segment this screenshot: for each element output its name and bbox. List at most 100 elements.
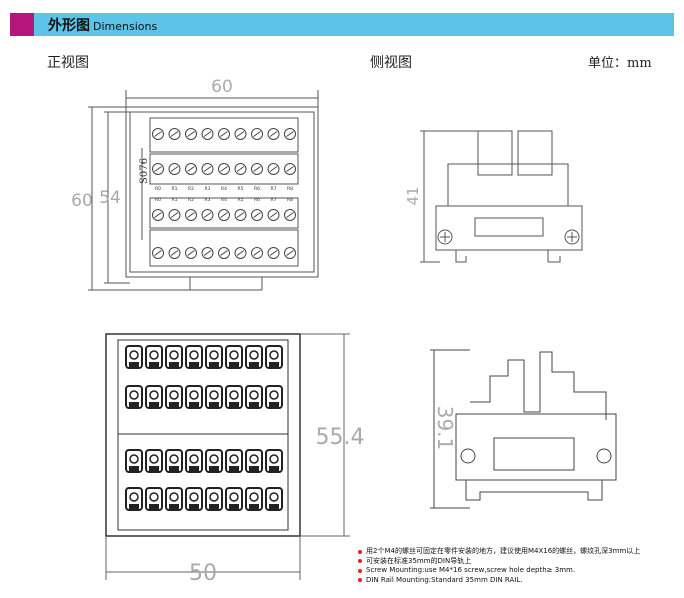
row-label: R4 (221, 186, 227, 192)
front-height-inner-dim: 54 (99, 188, 121, 208)
screw-terminal (284, 163, 296, 175)
terminal-block (185, 449, 203, 473)
lower-height-dim: 55.4 (316, 425, 365, 450)
front-width-dim: 60 (211, 77, 233, 97)
note-item: 用2个M4的螺丝可固定在零件安装的地方，建议使用M4X16的螺丝，螺纹孔深3mm… (358, 547, 640, 557)
note-text: Screw Mounting:use M4*16 screw,screw hol… (366, 566, 576, 574)
screw-terminal (218, 163, 230, 175)
note-text: 用2个M4的螺丝可固定在零件安装的地方，建议使用M4X16的螺丝，螺纹孔深3mm… (366, 547, 641, 555)
front-view-label: 正视图 (47, 55, 89, 71)
front-view-drawing (88, 90, 319, 291)
title-en: Dimensions (93, 20, 158, 33)
side-height-dim: 41 (404, 186, 422, 205)
terminal-block (265, 449, 283, 473)
bullet-icon (358, 568, 362, 573)
title-cn: 外形图 (48, 18, 90, 34)
terminal-block (205, 487, 223, 511)
lower-side-drawing (430, 349, 617, 509)
screw-terminal (168, 247, 181, 259)
screw-terminal (251, 163, 263, 175)
note-item: DIN Rail Mounting:Standard 35mm DIN RAIL… (358, 576, 640, 586)
terminal-block (245, 345, 263, 369)
screw-terminal (185, 163, 197, 175)
row-label: R1 (172, 186, 178, 192)
screw-terminal (267, 163, 280, 175)
lower-terminal-blocks (125, 345, 283, 511)
screw-terminal (251, 209, 263, 221)
row-label: R5 (238, 186, 244, 192)
terminal-block (185, 487, 203, 511)
terminal-block (185, 385, 203, 409)
terminal-block (225, 345, 243, 369)
mounting-notes: 用2个M4的螺丝可固定在零件安装的地方，建议使用M4X16的螺丝，螺纹孔深3mm… (358, 547, 640, 585)
terminal-block (205, 449, 223, 473)
row-label: R0 (155, 197, 161, 203)
front-screw-terminals (152, 128, 296, 259)
side-view-label: 侧视图 (370, 55, 412, 71)
front-height-outer-dim: 60 (71, 191, 93, 211)
screw-terminal (234, 163, 247, 175)
row-label: R3 (205, 197, 211, 203)
row-label: R6 (254, 186, 260, 192)
terminal-block (145, 449, 163, 473)
unit-label: 单位：mm (588, 56, 652, 71)
row-label: R0 (155, 186, 161, 192)
screw-terminal (284, 209, 296, 221)
screw-terminal (267, 247, 280, 259)
terminal-block (165, 487, 183, 511)
screw-terminal (201, 128, 214, 140)
terminal-block (265, 487, 283, 511)
bullet-icon (358, 578, 362, 583)
row-label: R4 (221, 197, 227, 203)
terminal-block (145, 487, 163, 511)
terminal-block (245, 449, 263, 473)
row-label: R1 (172, 197, 178, 203)
row-label: R2 (188, 197, 194, 203)
terminal-block (125, 449, 143, 473)
screw-terminal (185, 209, 197, 221)
header-accent (10, 13, 34, 36)
screw-terminal (152, 163, 164, 175)
screw-terminal (152, 247, 164, 259)
screw-terminal (201, 163, 214, 175)
lower-front-drawing (105, 333, 350, 580)
bullet-icon (358, 549, 362, 554)
terminal-block (225, 385, 243, 409)
side-view-drawing (420, 130, 583, 263)
screw-terminal (251, 128, 263, 140)
terminal-block (245, 385, 263, 409)
note-text: DIN Rail Mounting:Standard 35mm DIN RAIL… (366, 575, 523, 584)
terminal-block (145, 385, 163, 409)
screw-terminal (234, 209, 247, 221)
screw-terminal (168, 163, 181, 175)
terminal-block (125, 487, 143, 511)
terminal-block (225, 487, 243, 511)
lower-width-dim: 50 (189, 561, 217, 586)
screw-terminal (185, 247, 197, 259)
terminal-block (125, 385, 143, 409)
terminal-block (185, 345, 203, 369)
screw-terminal (218, 209, 230, 221)
terminal-block (265, 385, 283, 409)
terminal-block (165, 345, 183, 369)
note-text: 可安装在标准35mm的DIN导轨上 (366, 556, 472, 565)
screw-terminal (185, 128, 197, 140)
terminal-block (165, 385, 183, 409)
screw-terminal (201, 209, 214, 221)
screw-terminal (168, 128, 181, 140)
note-item: Screw Mounting:use M4*16 screw,screw hol… (358, 566, 640, 576)
terminal-block (145, 345, 163, 369)
terminal-block (225, 449, 243, 473)
terminal-block (265, 345, 283, 369)
row-label: R3 (205, 186, 211, 192)
screw-terminal (251, 247, 263, 259)
screw-terminal (152, 128, 164, 140)
screw-terminal (284, 247, 296, 259)
screw-terminal (267, 209, 280, 221)
screw-terminal (234, 247, 247, 259)
row-label: R5 (238, 197, 244, 203)
